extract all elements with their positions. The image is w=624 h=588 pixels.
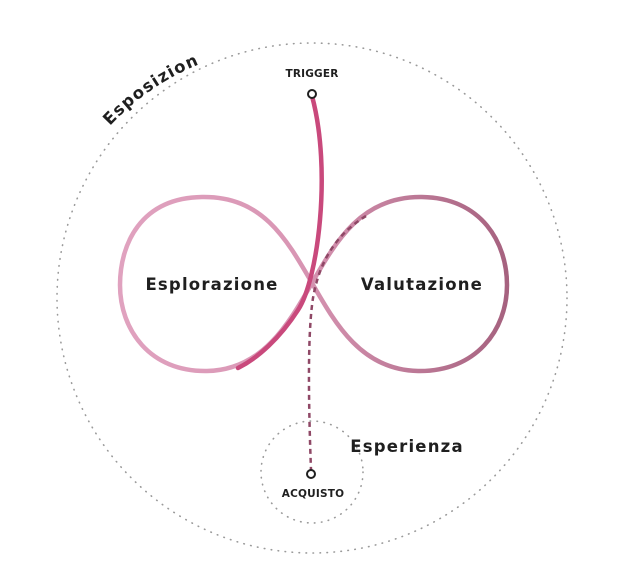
trigger-path [235,93,324,371]
purchase-label: ACQUISTO [282,488,344,500]
infinity-loop [117,194,510,374]
exposure-circle [56,42,568,554]
exploration-label: Esplorazione [145,275,278,294]
experience-circle [260,420,364,524]
purchase-node [306,469,316,479]
trigger-node [307,89,317,99]
exposure-label: Esposizione [0,0,202,129]
purchase-path [307,214,367,471]
evaluation-label: Valutazione [361,275,483,294]
experience-label: Esperienza [350,437,464,456]
trigger-label: TRIGGER [285,68,338,80]
